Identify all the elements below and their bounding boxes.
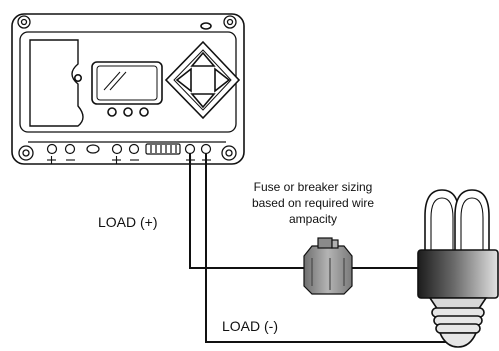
light-bulb-icon: [417, 189, 499, 348]
menu-button-3[interactable]: [139, 107, 149, 117]
navigation-pad: [164, 40, 241, 120]
load-negative-terminal: [200, 143, 212, 155]
menu-button-1[interactable]: [107, 107, 117, 117]
terminal-strip: [46, 143, 212, 155]
right-arrow-button[interactable]: [214, 67, 231, 93]
fuse-breaker-icon: [303, 237, 353, 295]
load-positive-wire: [189, 153, 305, 269]
up-arrow-button[interactable]: [190, 51, 216, 67]
terminal-screw: [128, 143, 140, 155]
load-positive-label: LOAD (+): [98, 214, 158, 230]
left-arrow-button[interactable]: [175, 67, 192, 93]
label-panel: [29, 39, 84, 127]
panel-indicator-icon: [74, 74, 83, 83]
load-positive-terminal: [184, 143, 196, 155]
fuse-note-line-1: Fuse or breaker sizing: [254, 180, 373, 194]
terminal-sensor: [86, 144, 100, 154]
corner-screws: [17, 15, 237, 161]
terminal-screw: [64, 143, 76, 155]
fuse-note-line-2: based on required wire: [252, 196, 374, 210]
load-wiring: [189, 153, 446, 343]
down-arrow-button[interactable]: [190, 93, 216, 109]
charge-controller: [11, 13, 245, 165]
menu-button-2[interactable]: [123, 107, 133, 117]
terminal-screw: [46, 143, 58, 155]
load-negative-wire: [205, 153, 446, 343]
terminal-screw: [111, 143, 123, 155]
status-led-icon: [200, 22, 212, 30]
fuse-note-line-3: ampacity: [289, 212, 337, 226]
load-negative-label: LOAD (-): [222, 318, 278, 334]
